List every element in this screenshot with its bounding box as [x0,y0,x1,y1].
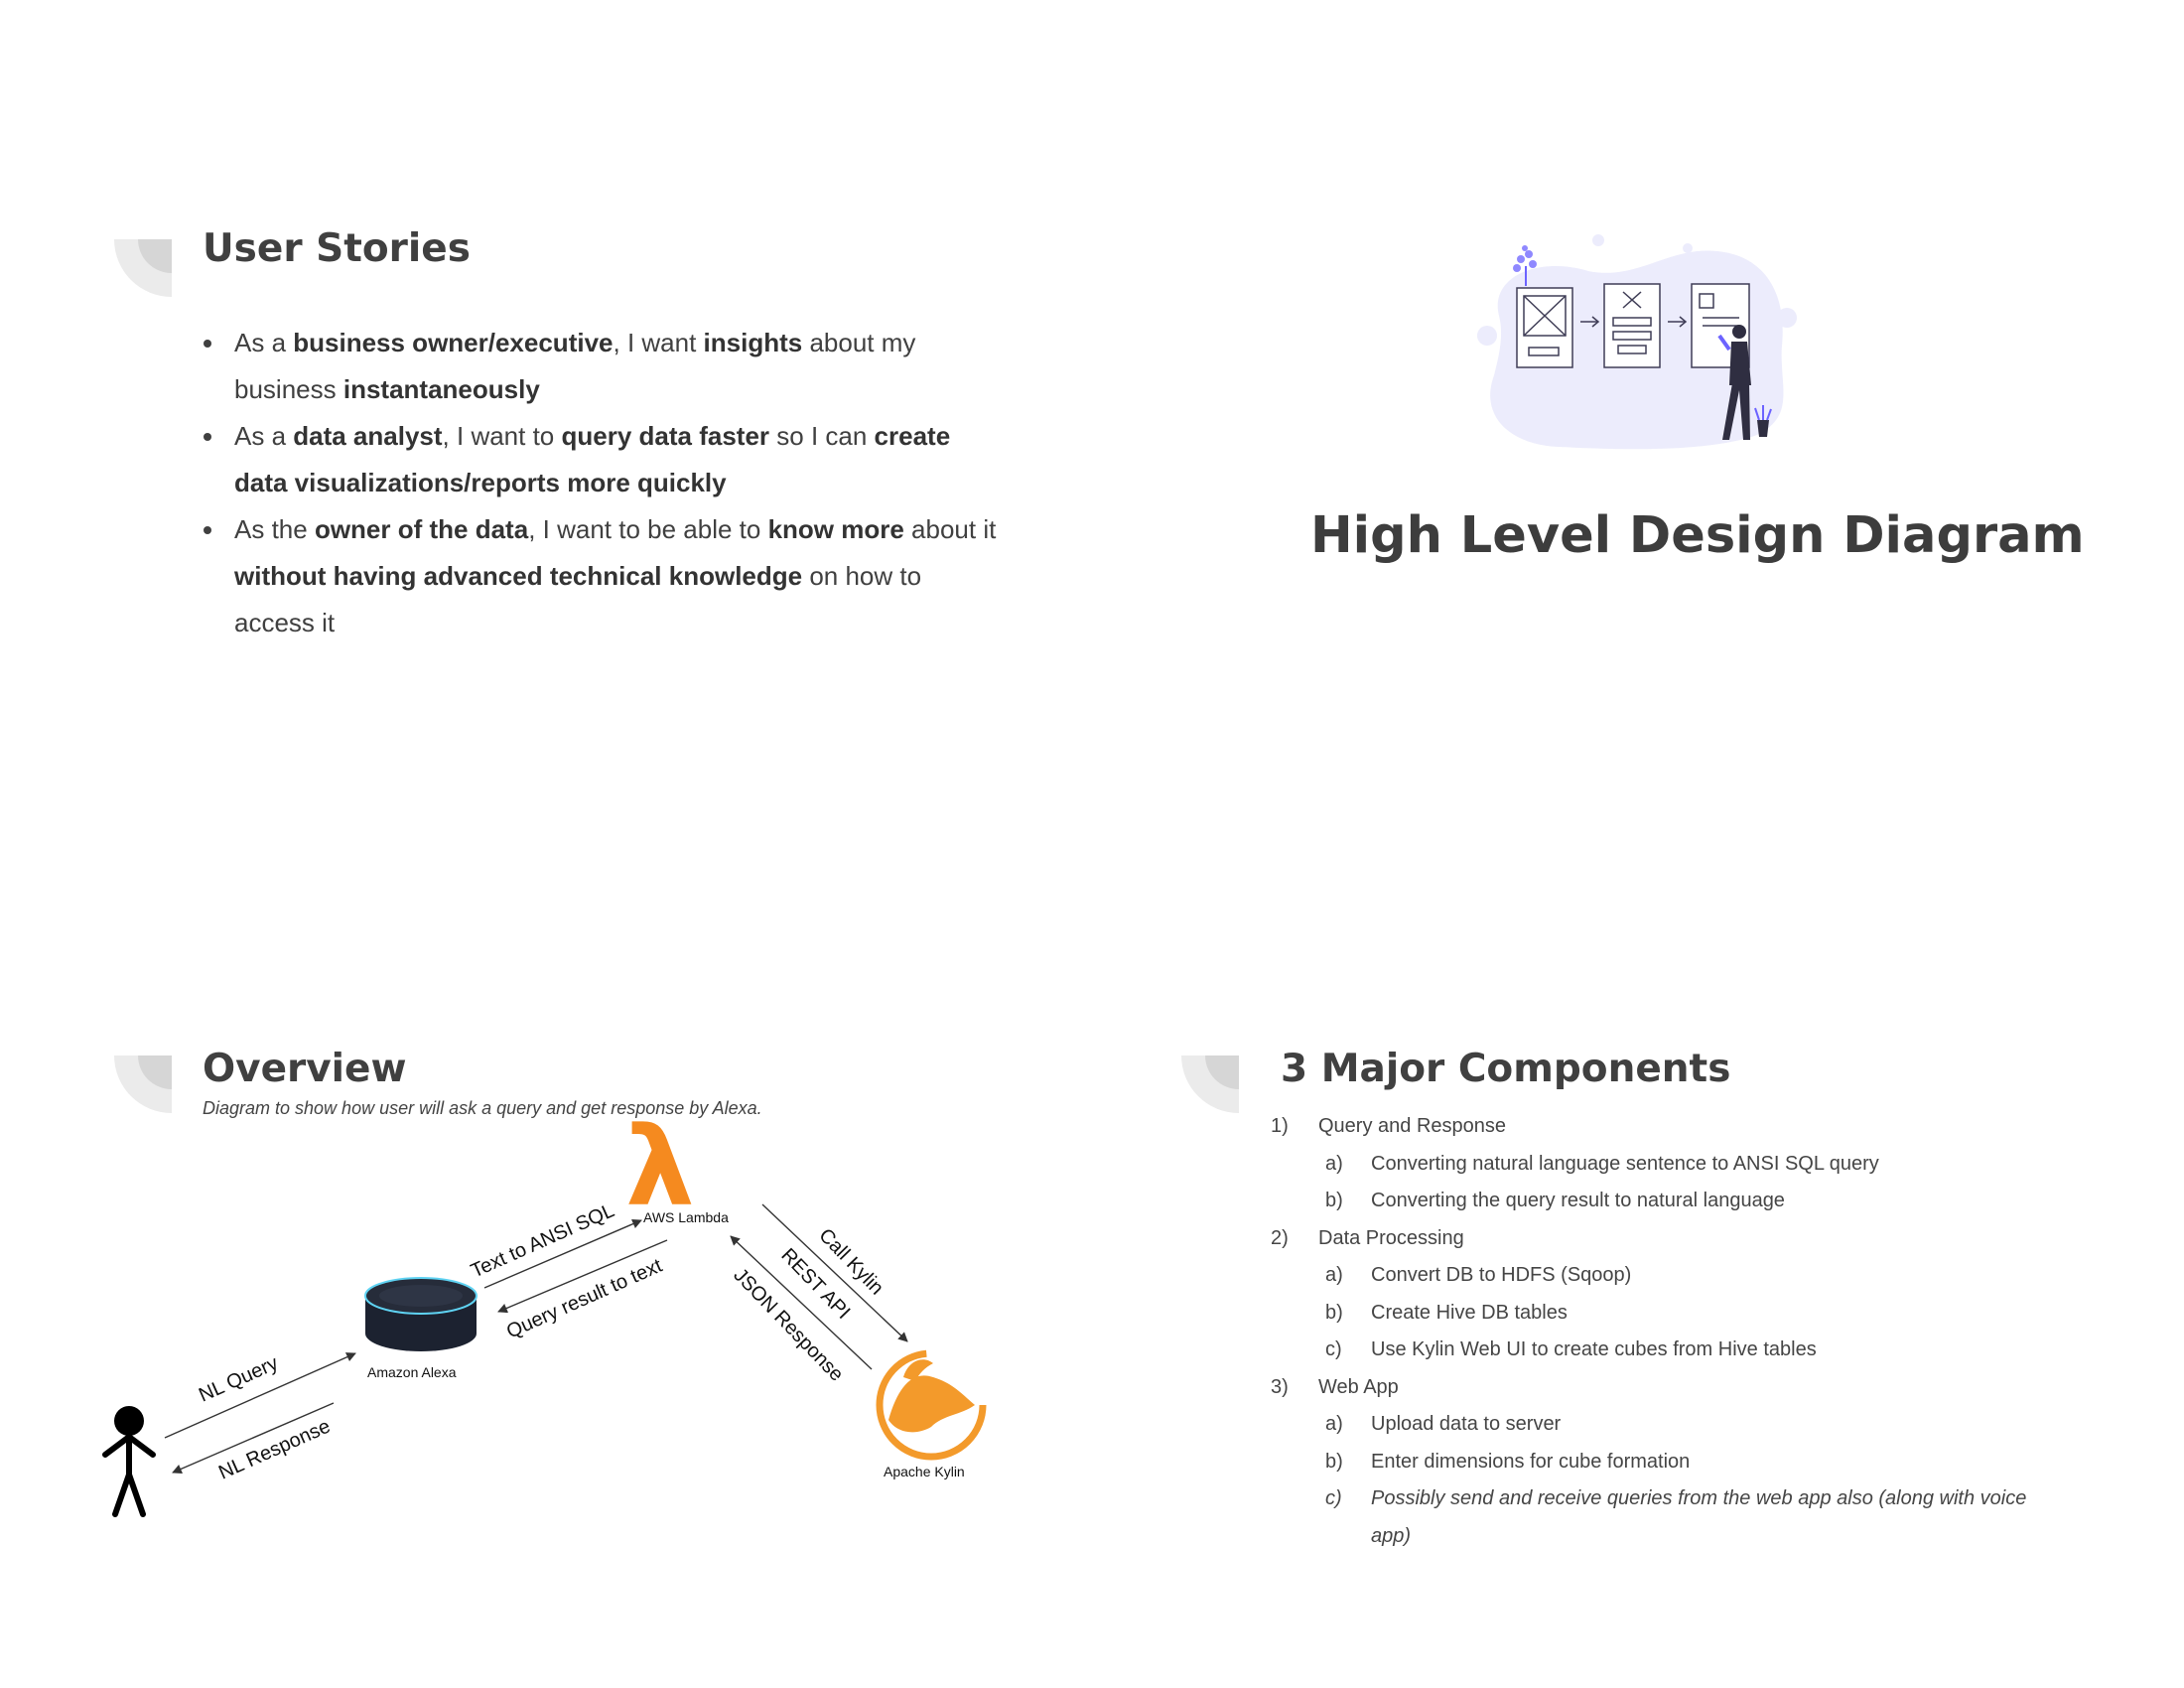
user-story-emphasis: query data faster [561,421,770,451]
user-story-text: on how to access it [234,561,922,637]
user-story-item: As a data analyst, I want to query data … [226,413,1001,506]
component-subitem: b) Converting the query result to natural… [1271,1183,2085,1220]
overview-diagram: Amazon Alexa λ AWS Lambda Apache Kylin N… [102,1117,987,1517]
user-story-text: , I want to be able to [528,514,768,544]
plant-pot-icon [1754,405,1772,437]
user-story-text: , I want to [442,421,562,451]
user-stories-list: As a business owner/executive, I want in… [185,320,1001,646]
component-subitem: c) Possibly send and receive queries from… [1271,1480,2085,1518]
component-item: 3) Web App [1271,1369,2085,1407]
component-item: 2) Data Processing [1271,1220,2085,1258]
component-subitem: c) Use Kylin Web UI to create cubes from … [1271,1332,2085,1369]
component-subitem-letter: c) [1325,1487,1342,1509]
alexa-label: Amazon Alexa [367,1364,457,1380]
design-illustration [1477,234,1797,450]
nl-response-label: NL Response [215,1415,334,1483]
component-subitem-continuation-text: app) [1371,1524,1412,1547]
user-story-text: about it [903,514,997,544]
component-subitem-label: Enter dimensions for cube formation [1371,1450,1691,1473]
component-subitem-letter: a) [1325,1413,1343,1435]
component-subitem-label: Converting natural language sentence to … [1371,1152,1879,1175]
overview-subtitle: Diagram to show how user will ask a quer… [203,1098,762,1118]
user-story-emphasis: owner of the data [314,514,529,544]
apache-kylin-icon [876,1349,987,1461]
component-subitem: a) Convert DB to HDFS (Sqoop) [1271,1257,2085,1295]
user-story-item: As the owner of the data, I want to be a… [226,506,1001,646]
component-label: Query and Response [1318,1115,1507,1137]
user-story-text: so I can [769,421,875,451]
components-heading: 3 Major Components [1281,1047,1731,1091]
component-number: 1) [1271,1115,1289,1137]
component-subitem-letter: b) [1325,1301,1343,1324]
component-subitem: a) Upload data to server [1271,1406,2085,1444]
user-story-text: As a [234,421,294,451]
user-story-emphasis: data analyst [293,421,443,451]
user-icon [102,1406,156,1517]
component-subitem-label: Create Hive DB tables [1371,1301,1568,1324]
component-subitem-label: Use Kylin Web UI to create cubes from Hi… [1371,1338,1817,1360]
user-story-text: As a [234,328,294,357]
component-subitem: b) Enter dimensions for cube formation [1271,1444,2085,1481]
component-subitem-continuation: app) [1271,1518,2085,1556]
user-story-item: As a business owner/executive, I want in… [226,320,1001,413]
component-subitem-letter: c) [1325,1338,1342,1360]
components-list: 1) Query and Response a) Converting natural… [1271,1108,2085,1555]
aws-lambda-icon: λ [625,1117,695,1230]
component-label: Web App [1318,1375,1399,1398]
user-stories-heading: User Stories [203,226,471,271]
user-story-emphasis: instantaneously [342,374,540,404]
user-story-emphasis: business owner/executive [293,328,614,357]
component-number: 2) [1271,1226,1289,1249]
component-subitem-letter: b) [1325,1190,1343,1211]
overview-heading: Overview [203,1047,407,1091]
nl-query-label: NL Query [196,1352,281,1407]
user-story-text: , I want [613,328,704,357]
component-subitem: a) Converting natural language sentence t… [1271,1146,2085,1184]
user-story-text: about my business [234,328,916,404]
component-item: 1) Query and Response [1271,1108,2085,1146]
section-decoration-icon [1181,1055,1239,1113]
component-subitem-label: Convert DB to HDFS (Sqoop) [1371,1264,1632,1286]
user-story-emphasis: create data visualizations/reports more … [234,421,951,497]
section-decoration-icon [114,239,172,297]
person-icon [1717,325,1751,440]
plant-icon [1513,245,1537,286]
high-level-design-title: High Level Design Diagram [1310,506,2085,565]
user-story-text: As the [234,514,315,544]
component-subitem-label: Upload data to server [1371,1413,1562,1435]
user-story-emphasis: without having advanced technical knowle… [234,561,803,591]
kylin-label: Apache Kylin [884,1464,965,1479]
component-subitem-letter: a) [1325,1264,1343,1286]
component-subitem-letter: a) [1325,1152,1343,1175]
component-subitem-letter: b) [1325,1450,1343,1473]
component-subitem-label: Converting the query result to natural l… [1371,1190,1785,1211]
section-decoration-icon [114,1055,172,1113]
component-number: 3) [1271,1375,1289,1398]
component-subitem: b) Create Hive DB tables [1271,1295,2085,1333]
component-label: Data Processing [1318,1226,1464,1249]
amazon-alexa-icon [364,1277,478,1351]
user-story-emphasis: insights [703,328,803,357]
user-story-emphasis: know more [767,514,904,544]
component-subitem-label: Possibly send and receive queries from t… [1371,1487,2027,1509]
lambda-label: AWS Lambda [643,1209,729,1225]
